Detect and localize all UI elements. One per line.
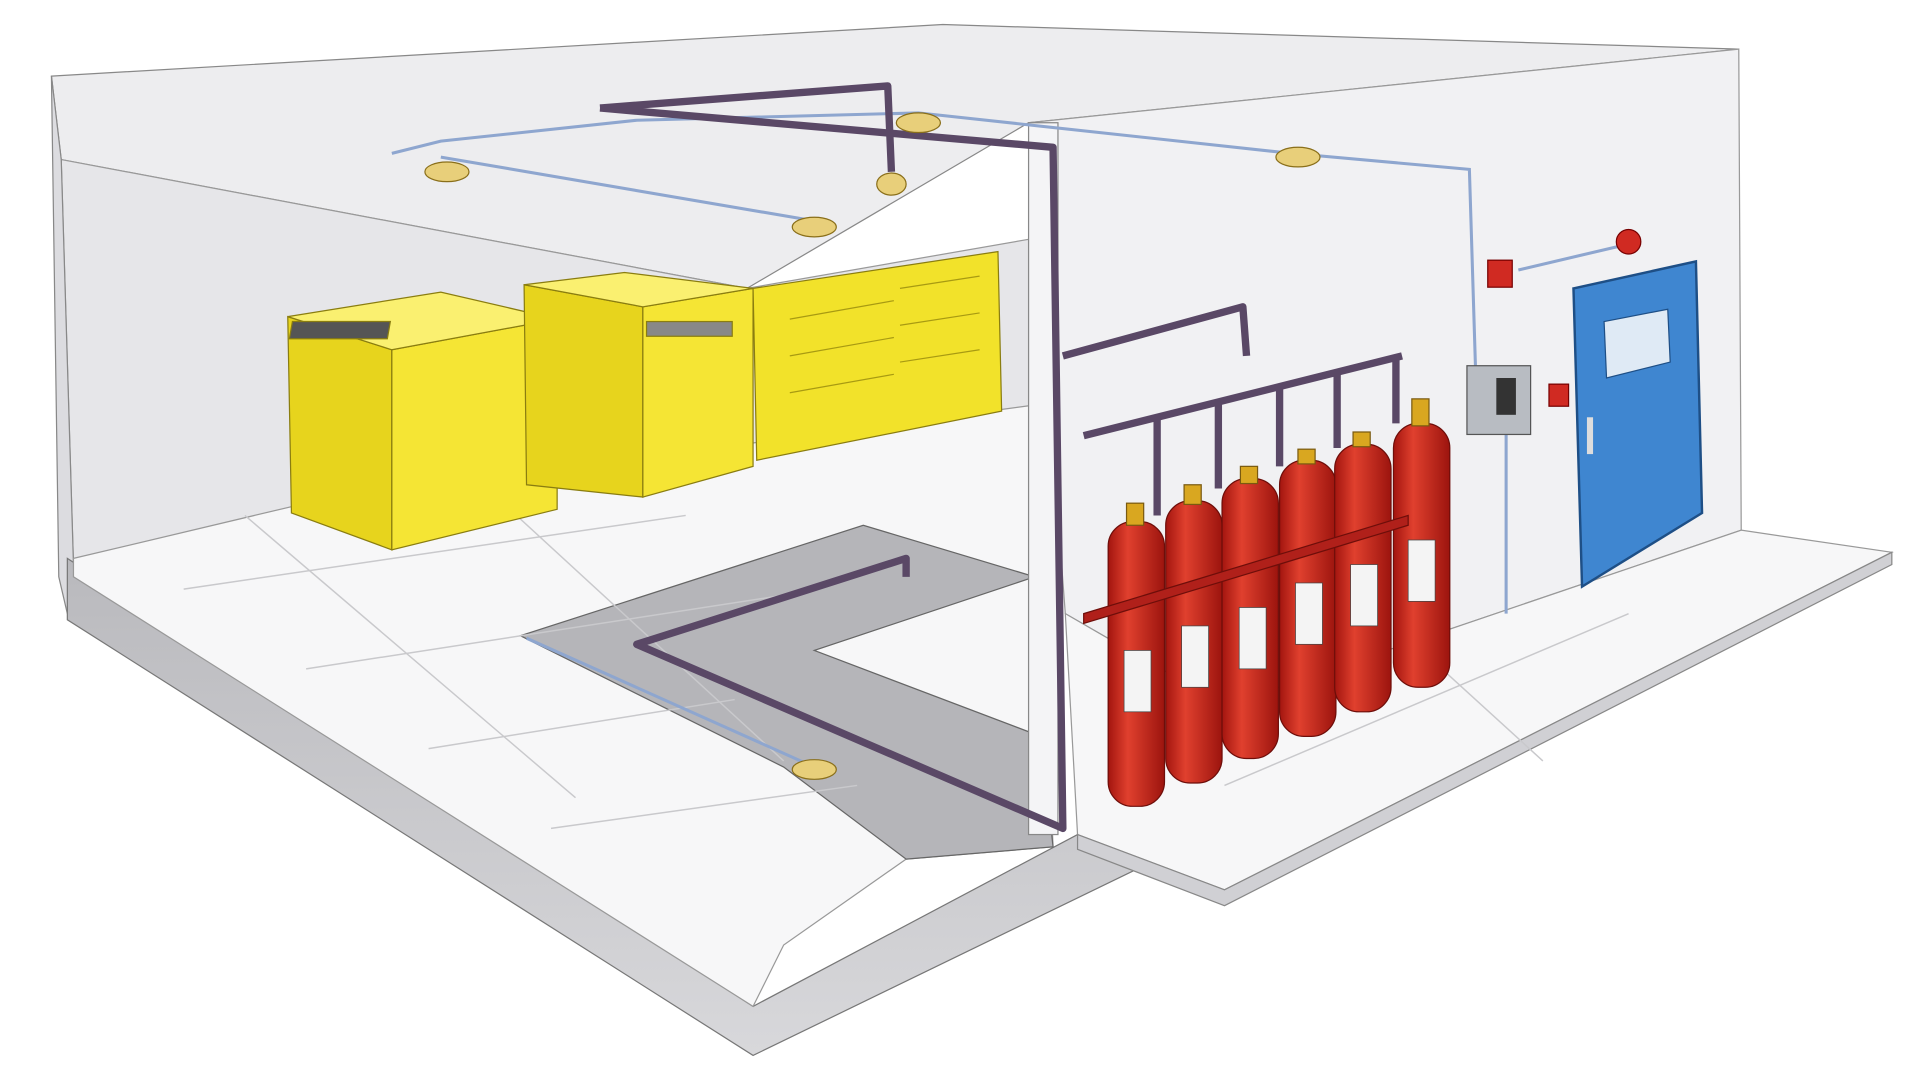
computer-equipment (287, 250, 1003, 551)
cylinder-labels (1123, 539, 1436, 713)
cabinet-1-front (287, 315, 393, 551)
detector (791, 216, 837, 238)
cabinet-3 (752, 250, 1003, 461)
control-panel (1466, 228, 1642, 436)
door-handle (1586, 417, 1594, 455)
cylinder-bracket (1083, 514, 1409, 625)
detector (424, 161, 470, 183)
detector (791, 759, 837, 780)
agent-piping (599, 82, 1403, 833)
control-panel-window (1496, 378, 1516, 415)
detector (895, 112, 942, 134)
cabinet-2-side (642, 287, 754, 498)
cabinet-3-drawers (789, 275, 980, 394)
manual-pull-station (1487, 259, 1513, 288)
smoke-detectors (424, 112, 1321, 780)
cabinet-2-display (645, 320, 733, 337)
cabinet-2 (523, 283, 644, 498)
exit-door (1572, 259, 1704, 589)
cabinet-1-panel (288, 320, 392, 340)
abort-station (1548, 383, 1570, 407)
platform-edge (1076, 551, 1893, 907)
detector (1275, 146, 1321, 168)
discharge-nozzle (876, 172, 907, 196)
door-window (1603, 308, 1671, 379)
cylinder-valves (1125, 398, 1430, 526)
alarm-bell-icon (1615, 228, 1642, 255)
